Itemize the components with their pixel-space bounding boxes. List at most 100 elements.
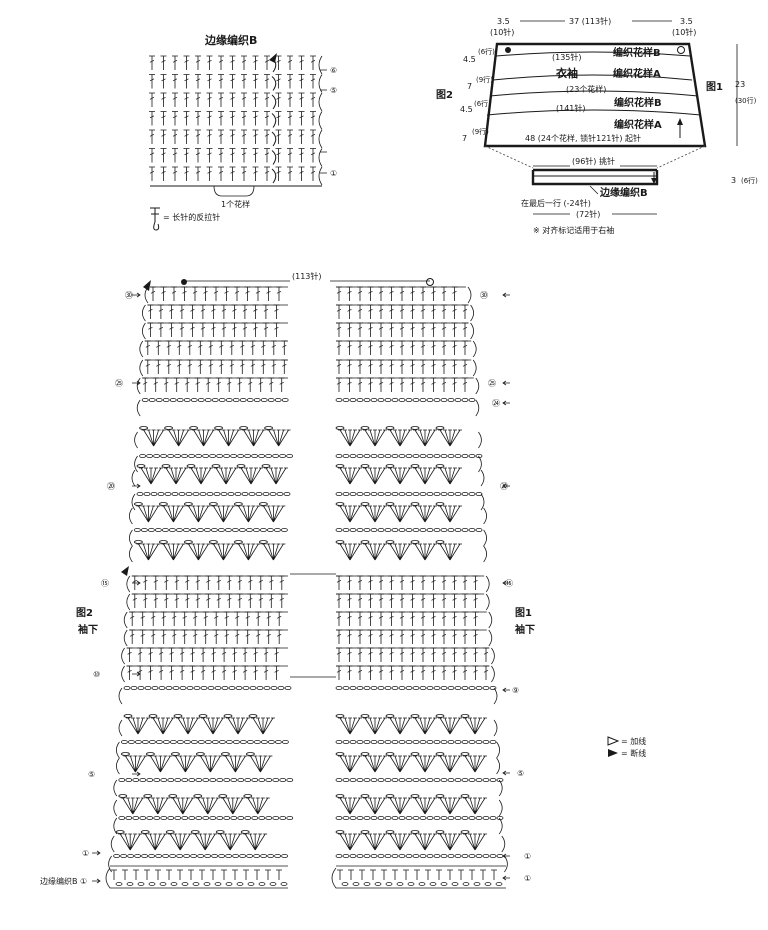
alignment-note: ※ 对齐标记适用于右袖 <box>533 225 614 235</box>
chain-stitch-symbol <box>120 854 127 859</box>
chain-stitch-symbol <box>232 740 240 745</box>
double-crochet-symbol <box>213 629 220 644</box>
chain-loop-symbol <box>360 502 370 506</box>
chain-stitch-symbol <box>193 686 201 691</box>
double-crochet-symbol <box>149 148 155 163</box>
chain-stitch-symbol <box>272 453 280 458</box>
chart-fig1-sub: 袖下 <box>514 623 535 636</box>
chain-stitch-symbol <box>349 740 357 745</box>
double-crochet-symbol <box>183 148 190 163</box>
chain-loop-symbol <box>335 426 345 430</box>
double-crochet-symbol <box>139 629 146 644</box>
double-crochet-symbol <box>378 629 384 644</box>
double-crochet-symbol <box>336 304 342 319</box>
chain-stitch-symbol <box>356 491 364 496</box>
chart-marker-open <box>426 278 434 286</box>
edge-stitch-symbol <box>188 869 194 880</box>
chain-stitch-symbol <box>489 816 497 821</box>
edge-pattern-b: 边缘编织B 1个花样 ⑥ ⑤ ① = 长针的反拉针 <box>149 33 337 231</box>
double-crochet-symbol <box>213 611 220 626</box>
chain-stitch-symbol <box>433 816 441 821</box>
arrow-up-head <box>677 118 683 125</box>
shell-fan-symbol <box>413 797 437 815</box>
chain-stitch-symbol <box>269 491 277 496</box>
chain-loop-symbol <box>410 426 420 430</box>
chart-cut-thread-mid <box>121 566 129 576</box>
shell-fan-symbol <box>170 797 195 815</box>
chain-stitch-symbol <box>283 491 291 496</box>
marker-filled-dot <box>505 47 511 53</box>
row-direction-arrow <box>132 380 141 386</box>
chain-loop-symbol <box>435 464 445 468</box>
band-b-mid-label: 编织花样B <box>614 96 662 109</box>
chain-stitch-symbol <box>342 528 350 533</box>
chain-loop-symbol <box>245 752 255 756</box>
double-crochet-symbol <box>172 92 178 107</box>
chain-stitch-symbol <box>258 453 266 458</box>
turning-chain <box>136 399 141 417</box>
double-crochet-symbol <box>257 377 264 392</box>
row-direction-arrow <box>132 483 141 489</box>
double-crochet-symbol <box>223 286 230 301</box>
chain-stitch-symbol <box>134 854 142 859</box>
double-crochet-symbol <box>273 304 280 319</box>
chain-stitch-symbol <box>164 491 172 496</box>
chain-stitch-symbol <box>335 528 343 533</box>
shell-fan-symbol <box>338 543 362 561</box>
double-crochet-symbol <box>336 629 342 644</box>
right-row-15: ⑮ <box>505 579 513 588</box>
double-crochet-symbol <box>231 322 238 337</box>
double-crochet-symbol <box>152 593 159 608</box>
shell-fan-symbol <box>438 467 462 485</box>
shell-fan-symbol <box>266 429 291 447</box>
chain-loop-symbol <box>136 464 146 468</box>
shell-fan-symbol <box>338 797 362 815</box>
double-crochet-symbol <box>192 629 199 644</box>
double-crochet-symbol <box>147 647 154 662</box>
shell-fan-symbol <box>413 429 437 447</box>
chain-stitch-symbol <box>384 854 392 859</box>
double-crochet-symbol <box>275 55 282 70</box>
double-crochet-symbol <box>197 359 204 374</box>
chain-stitch-symbol <box>211 740 219 745</box>
turning-chain <box>116 741 120 759</box>
chain-loop-symbol <box>435 502 445 506</box>
chain-stitch-symbol <box>153 816 161 821</box>
double-crochet-symbol <box>357 377 363 392</box>
chain-stitch-symbol <box>251 778 259 783</box>
chain-stitch-symbol <box>412 491 420 496</box>
edge-stitch-symbol <box>221 869 227 880</box>
double-crochet-symbol <box>388 665 395 680</box>
chain-loop-symbol <box>193 794 203 798</box>
double-crochet-symbol <box>346 322 353 337</box>
chart-marker-filled <box>181 279 187 285</box>
double-crochet-symbol <box>378 575 384 590</box>
double-crochet-symbol <box>388 304 395 319</box>
turning-chain <box>129 529 133 547</box>
double-crochet-symbol <box>218 340 225 355</box>
double-crochet-symbol <box>202 611 209 626</box>
double-crochet-symbol <box>163 593 170 608</box>
double-crochet-symbol <box>409 359 416 374</box>
chain-stitch-symbol <box>412 816 420 821</box>
shell-fan-symbol <box>136 505 161 523</box>
chain-stitch-symbol <box>426 740 434 745</box>
chain-stitch-symbol <box>188 778 196 783</box>
chain-stitch-symbol <box>216 778 224 783</box>
top-width-label: 37 (113针) <box>569 16 611 26</box>
double-crochet-symbol <box>336 593 342 608</box>
chain-stitch-symbol <box>139 816 147 821</box>
double-crochet-symbol <box>268 575 275 590</box>
double-crochet-symbol <box>367 340 374 355</box>
chain-loop-symbol <box>335 464 345 468</box>
double-crochet-symbol <box>346 665 353 680</box>
chain-stitch-symbol <box>391 453 399 458</box>
edge-row-label-1: ① <box>330 169 337 178</box>
shell-fan-symbol <box>463 755 487 773</box>
shell-fan-symbol <box>195 797 220 815</box>
chain-stitch-symbol <box>130 686 138 691</box>
chain-stitch-symbol <box>155 740 163 745</box>
double-crochet-symbol <box>171 629 178 644</box>
shell-fan-symbol <box>363 717 387 735</box>
bottom-count: 48 (24个花样, 锁针121针) 起针 <box>525 133 641 143</box>
